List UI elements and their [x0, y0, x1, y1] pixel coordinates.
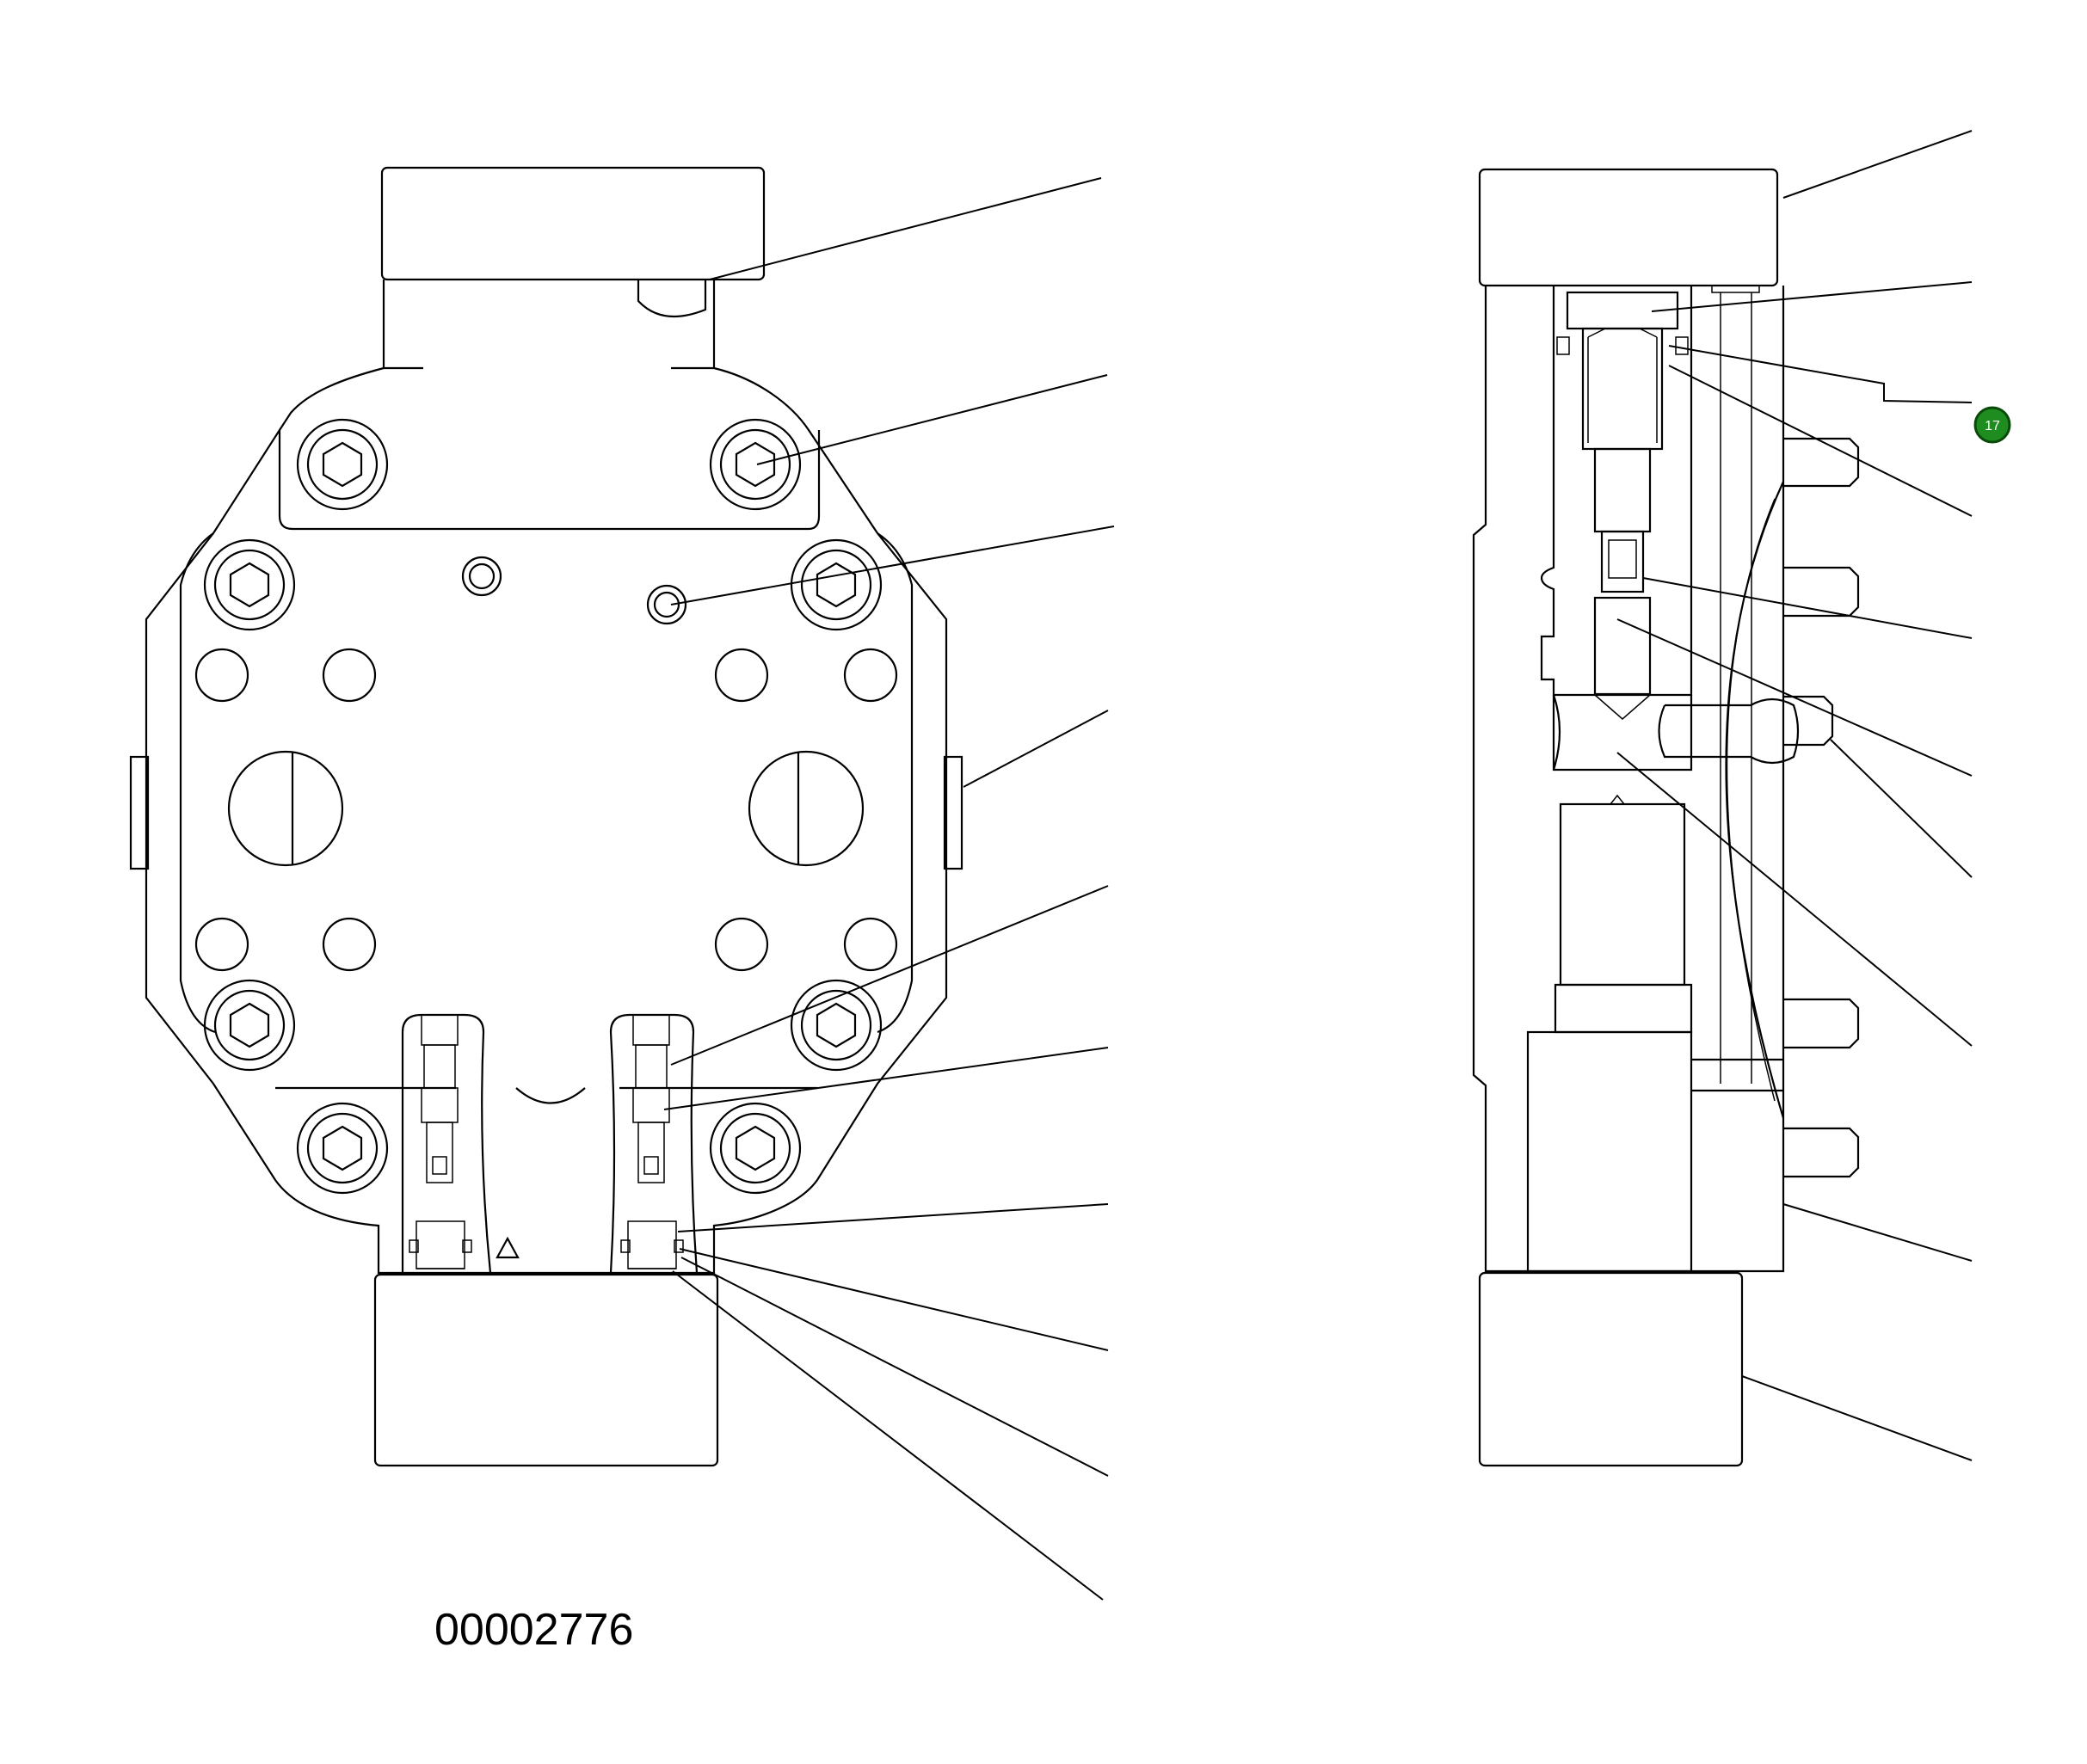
front-bolt-lbr	[709, 1102, 802, 1195]
drawing-number: 00002776	[434, 1605, 633, 1655]
side-studs	[1783, 437, 1860, 1178]
front-ports	[194, 648, 898, 972]
front-plug-left	[461, 556, 502, 597]
front-bottom-cap	[373, 1273, 719, 1467]
front-top-plug	[637, 280, 707, 318]
front-bolt-lbl	[296, 1102, 389, 1195]
callout-17-button[interactable]: 17	[1973, 406, 2011, 444]
front-triangle-mark	[496, 1236, 520, 1259]
callout-17-badge[interactable]	[1973, 406, 2011, 444]
front-leader-lines	[663, 177, 1115, 1601]
side-lower-block	[1526, 1030, 1693, 1273]
side-cross-pin	[1658, 698, 1800, 765]
front-bolt-mr	[790, 538, 883, 631]
front-inner-contour	[179, 430, 914, 1104]
side-main-body	[1472, 286, 1785, 1273]
front-top-cap	[380, 166, 766, 281]
front-neck	[382, 280, 716, 368]
front-bolt-tl	[296, 418, 389, 511]
side-leader-lines	[1616, 130, 1973, 1461]
front-plug-right	[646, 584, 687, 625]
front-bolt-tr	[709, 418, 802, 511]
front-left-lug	[129, 755, 150, 870]
front-bolt-bl	[203, 979, 296, 1072]
front-bolt-ml	[203, 538, 296, 631]
side-view	[1472, 168, 1860, 1467]
front-main-body	[145, 366, 948, 1275]
front-right-lug	[943, 755, 963, 870]
callout-17-label: 17	[1985, 419, 2000, 433]
side-arc	[1725, 481, 1785, 1119]
front-bore-right	[748, 750, 865, 867]
front-spool-right	[609, 1013, 699, 1274]
side-top-cap	[1478, 168, 1779, 287]
front-view	[129, 166, 963, 1467]
front-bolt-br	[790, 979, 883, 1072]
side-piston-body	[1581, 327, 1664, 451]
side-lower-spool	[1559, 802, 1686, 986]
front-spool-left	[401, 1013, 492, 1274]
front-bore-left	[227, 750, 344, 867]
side-bottom-cap	[1478, 1271, 1744, 1467]
side-inner-cavity	[1540, 286, 1693, 697]
